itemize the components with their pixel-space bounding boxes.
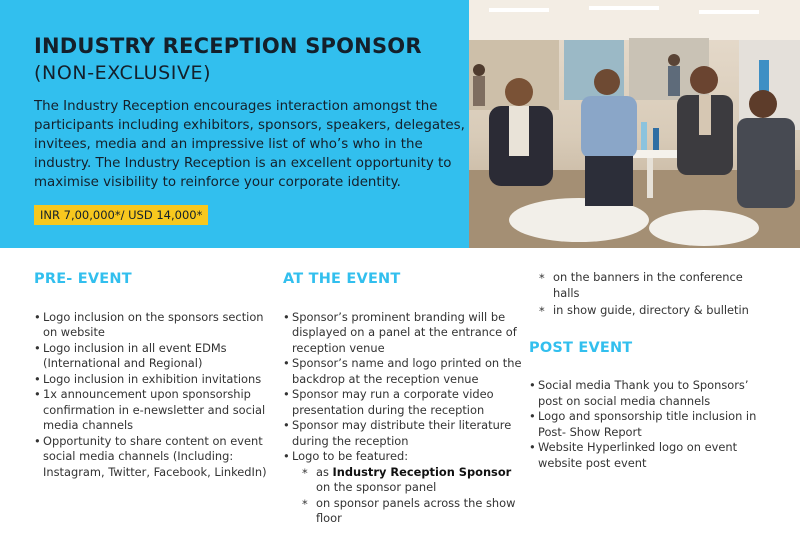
sub-item-suffix: on the sponsor panel	[316, 480, 437, 494]
post-event-heading: POST EVENT	[529, 339, 633, 356]
sub-list-item: as Industry Reception Sponsor on the spo…	[292, 465, 523, 496]
list-item: Sponsor may run a corporate video presen…	[283, 387, 523, 418]
post-event-list: Social media Thank you to Sponsors’ post…	[529, 378, 769, 471]
list-item: Logo to be featured: as Industry Recepti…	[283, 449, 523, 527]
list-item: Logo and sponsorship title inclusion in …	[529, 409, 769, 440]
logo-featured-sublist: as Industry Reception Sponsor on the spo…	[292, 465, 523, 527]
list-item: Logo inclusion in all event EDMs (Intern…	[34, 341, 274, 372]
list-item: Sponsor may distribute their literature …	[283, 418, 523, 449]
reception-photo	[469, 0, 800, 248]
list-item: Sponsor’s prominent branding will be dis…	[283, 310, 523, 357]
spacer	[283, 288, 523, 310]
list-item: 1x announcement upon sponsorship confirm…	[34, 387, 274, 434]
spacer	[34, 288, 274, 310]
spacer	[529, 319, 769, 341]
at-event-heading: AT THE EVENT	[283, 271, 401, 287]
page-title: INDUSTRY RECEPTION SPONSOR	[34, 34, 422, 58]
price-badge: INR 7,00,000*/ USD 14,000*	[34, 205, 209, 225]
hero-banner: INDUSTRY RECEPTION SPONSOR (NON-EXCLUSIV…	[0, 0, 469, 248]
sponsor-title-bold: Industry Reception Sponsor	[332, 464, 512, 479]
list-item: Website Hyperlinked logo on event websit…	[529, 440, 769, 471]
pre-event-heading: PRE- EVENT	[34, 271, 132, 287]
right-column: on the banners in the conference halls i…	[529, 270, 769, 471]
reception-photo-illustration	[469, 0, 800, 248]
at-event-list: Sponsor’s prominent branding will be dis…	[283, 310, 523, 527]
list-item: Social media Thank you to Sponsors’ post…	[529, 378, 769, 409]
spacer	[529, 356, 769, 378]
at-event-section: AT THE EVENT Sponsor’s prominent brandin…	[283, 271, 523, 527]
pre-event-list: Logo inclusion on the sponsors section o…	[34, 310, 274, 481]
list-item: Logo inclusion in exhibition invitations	[34, 372, 274, 388]
sub-list-item: in show guide, directory & bulletin	[529, 303, 769, 319]
intro-paragraph: The Industry Reception encourages intera…	[34, 99, 465, 190]
logo-featured-label: Logo to be featured:	[292, 449, 409, 463]
sub-list-item: on sponsor panels across the show floor	[292, 496, 523, 527]
list-item: Sponsor’s name and logo printed on the b…	[283, 356, 523, 387]
pre-event-section: PRE- EVENT Logo inclusion on the sponsor…	[34, 271, 274, 481]
list-item: Logo inclusion on the sponsors section o…	[34, 310, 274, 341]
sub-list-item: on the banners in the conference halls	[529, 270, 769, 301]
continued-sublist: on the banners in the conference halls i…	[529, 270, 769, 319]
list-item: Opportunity to share content on event so…	[34, 434, 274, 481]
sub-item-prefix: as	[316, 464, 333, 479]
page-subtitle: (NON-EXCLUSIVE)	[34, 62, 212, 84]
